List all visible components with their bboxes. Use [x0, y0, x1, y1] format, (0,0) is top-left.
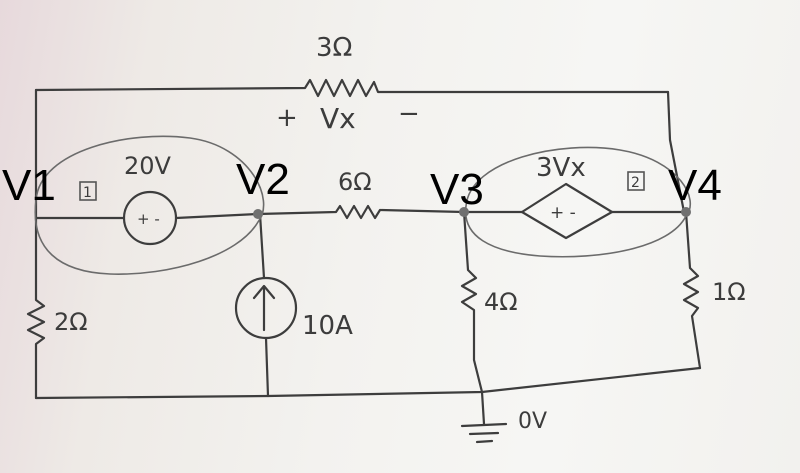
- left-wire: [26, 88, 46, 400]
- dependent-voltage-source: [520, 182, 614, 240]
- ground-symbol: [460, 422, 508, 444]
- supernode-1-box: [79, 181, 97, 201]
- label-supernode-1: 1: [83, 185, 92, 201]
- node-dot-v4: [681, 207, 691, 217]
- right-wire: [682, 210, 702, 370]
- node-dot-v3: [459, 207, 469, 217]
- node-label-v1: V1: [2, 161, 56, 210]
- label-10a: 10A: [302, 311, 353, 341]
- label-vx-minus: −: [398, 99, 420, 129]
- label-r-4: 4Ω: [484, 288, 518, 316]
- node-dot-v2: [253, 209, 263, 219]
- label-r-mid: 6Ω: [338, 168, 372, 196]
- node-label-v3: V3: [430, 165, 484, 214]
- bottom-wire: [34, 366, 702, 400]
- wire-v2-v3: [256, 204, 466, 220]
- label-r-left: 2Ω: [54, 308, 88, 336]
- supernode-2-box: [627, 171, 645, 191]
- label-vx: Vx: [320, 102, 356, 135]
- current-source-10a: [234, 276, 298, 340]
- wire-v1-v2: [34, 212, 260, 220]
- label-dependent-polarity: + -: [550, 203, 576, 223]
- label-r-top: 3Ω: [316, 33, 352, 63]
- label-dependent: 3Vx: [536, 153, 586, 183]
- node-label-v2: V2: [236, 155, 290, 204]
- voltage-source-20v: [122, 190, 178, 246]
- right-wire-top: [666, 90, 686, 214]
- node-label-v4: V4: [668, 161, 722, 210]
- label-vx-plus: +: [276, 103, 298, 133]
- label-20v-polarity: + -: [137, 210, 160, 228]
- wire-v2-down: [258, 212, 270, 398]
- label-20v: 20V: [124, 152, 172, 180]
- wire-v3-down: [460, 210, 486, 426]
- label-supernode-2: 2: [631, 175, 640, 191]
- top-wire: [34, 78, 670, 98]
- label-ground: 0V: [518, 409, 547, 434]
- label-r-1: 1Ω: [712, 278, 746, 306]
- supernode-1-outline: [34, 135, 265, 275]
